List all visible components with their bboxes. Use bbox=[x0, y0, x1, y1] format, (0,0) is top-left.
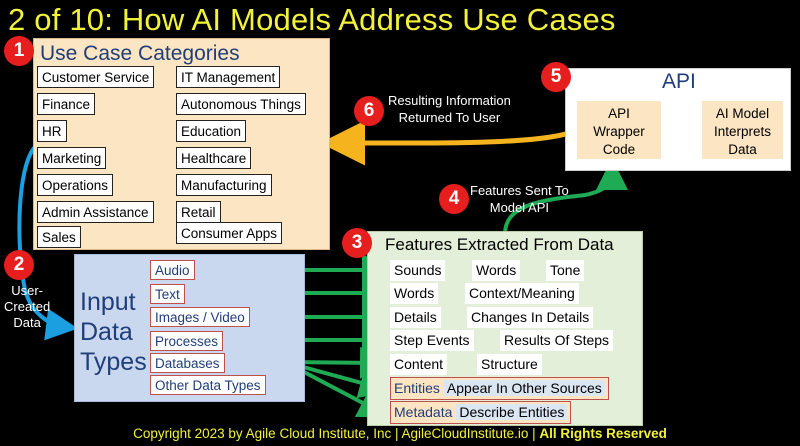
note-line: Created bbox=[4, 299, 51, 314]
metadata-label: Metadata bbox=[394, 404, 453, 420]
note-line: Returned To User bbox=[398, 110, 501, 125]
api-wrapper-line: API bbox=[608, 106, 630, 121]
use-case-tag: Operations bbox=[37, 174, 114, 196]
use-case-tag: Education bbox=[176, 120, 247, 142]
step-badge-1: 1 bbox=[4, 36, 34, 66]
feature-tag: Content bbox=[390, 354, 448, 375]
step-badge-6: 6 bbox=[354, 96, 384, 126]
input-type-tag: Audio bbox=[150, 260, 195, 280]
use-case-tag: Sales bbox=[37, 226, 81, 248]
use-case-tag: Marketing bbox=[37, 147, 107, 169]
use-case-tag: Consumer Apps bbox=[176, 222, 283, 244]
entities-label: Entities bbox=[394, 380, 440, 396]
use-case-tag: Finance bbox=[37, 93, 96, 115]
step-badge-3: 3 bbox=[342, 228, 372, 258]
arrow-features-to-api bbox=[503, 158, 628, 235]
ai-model-line: Data bbox=[728, 142, 757, 157]
features-sent-note: Features Sent To Model API bbox=[470, 182, 569, 216]
feature-tag: Words bbox=[472, 260, 521, 281]
page-title: 2 of 10: How AI Models Address Use Cases bbox=[8, 2, 616, 37]
input-data-title: Input Data Types bbox=[80, 287, 147, 377]
input-type-tag: Images / Video bbox=[150, 307, 250, 327]
step-badge-4: 4 bbox=[439, 184, 469, 214]
ai-model-line: AI Model bbox=[715, 106, 770, 121]
use-case-tag: Healthcare bbox=[176, 147, 252, 169]
note-line: Model API bbox=[489, 200, 550, 215]
feature-tag: Step Events bbox=[390, 330, 474, 351]
use-case-tag: Customer Service bbox=[37, 66, 155, 88]
note-line: User- bbox=[11, 283, 44, 298]
use-case-tag: Admin Assistance bbox=[37, 201, 154, 223]
note-line: Resulting Information bbox=[388, 93, 511, 108]
feature-tag: Context/Meaning bbox=[465, 283, 579, 304]
ai-model-box: AI Model Interprets Data bbox=[702, 101, 783, 159]
arrow-api-to-user bbox=[320, 120, 580, 166]
feature-tag: Sounds bbox=[390, 260, 446, 281]
footer-rights: All Rights Reserved bbox=[539, 426, 667, 441]
input-type-tag: Databases bbox=[150, 353, 225, 373]
features-title: Features Extracted From Data bbox=[385, 235, 614, 254]
feature-tag: Structure bbox=[477, 354, 542, 375]
input-type-tag: Other Data Types bbox=[150, 375, 266, 395]
use-case-tag: Autonomous Things bbox=[176, 93, 306, 115]
input-type-tag: Processes bbox=[150, 331, 224, 351]
input-type-tag: Text bbox=[150, 284, 185, 304]
metadata-desc: Describe Entities bbox=[456, 404, 568, 420]
use-case-title: Use Case Categories bbox=[40, 42, 240, 65]
step-badge-5: 5 bbox=[541, 62, 571, 92]
ai-model-line: Interprets bbox=[713, 124, 772, 139]
input-title-line: Types bbox=[80, 348, 147, 376]
feature-tag: Details bbox=[390, 307, 441, 328]
input-title-line: Data bbox=[80, 318, 133, 346]
input-title-line: Input bbox=[80, 288, 136, 316]
feature-tag: Results Of Steps bbox=[500, 330, 614, 351]
footer-text: Copyright 2023 by Agile Cloud Institute,… bbox=[133, 426, 540, 441]
use-case-tag: Manufacturing bbox=[176, 174, 272, 196]
feature-tag: Words bbox=[390, 283, 439, 304]
resulting-info-note: Resulting Information Returned To User bbox=[388, 92, 511, 126]
feature-tag: Tone bbox=[546, 260, 585, 281]
api-title: API bbox=[662, 70, 696, 93]
user-created-note: User- Created Data bbox=[4, 283, 50, 331]
use-case-tag: Retail bbox=[176, 201, 221, 223]
api-wrapper-box: API Wrapper Code bbox=[577, 101, 661, 159]
feature-tag: Changes In Details bbox=[467, 307, 594, 328]
api-wrapper-line: Code bbox=[602, 142, 636, 157]
use-case-tag: IT Management bbox=[176, 66, 281, 88]
step-badge-2: 2 bbox=[4, 250, 34, 280]
entities-desc: Appear In Other Sources bbox=[443, 380, 605, 396]
copyright-footer: Copyright 2023 by Agile Cloud Institute,… bbox=[0, 426, 800, 441]
use-case-tag: HR bbox=[37, 120, 67, 142]
note-line: Data bbox=[13, 315, 41, 330]
note-line: Features Sent To bbox=[470, 183, 569, 198]
api-wrapper-line: Wrapper bbox=[593, 124, 645, 139]
